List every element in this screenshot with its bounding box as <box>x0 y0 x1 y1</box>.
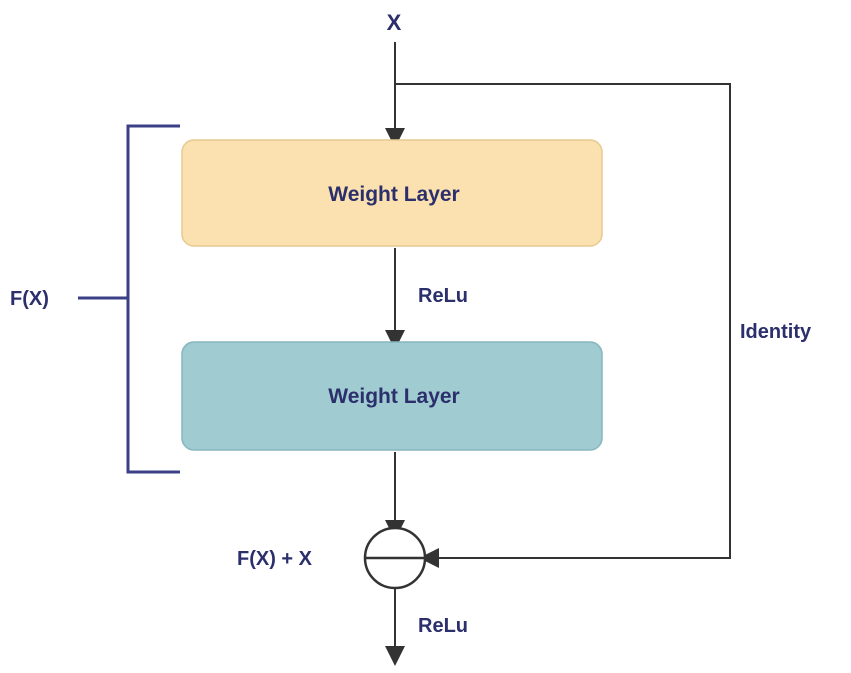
weight-layer-1 <box>181 139 603 247</box>
weight-layer-2 <box>181 341 603 451</box>
sum-label: F(X) + X <box>237 548 313 570</box>
relu-label-1: ReLu <box>418 285 468 307</box>
adder-icon <box>363 526 427 590</box>
identity-label: Identity <box>740 321 812 343</box>
residual-label: F(X) <box>10 288 49 310</box>
input-label: X <box>387 10 402 35</box>
weight-layer-1-label: Weight Layer <box>328 183 459 206</box>
weight-layer-2-label: Weight Layer <box>328 385 459 408</box>
identity-connection <box>395 83 731 559</box>
residual-bracket <box>126 124 180 474</box>
relu-label-2: ReLu <box>418 615 468 637</box>
